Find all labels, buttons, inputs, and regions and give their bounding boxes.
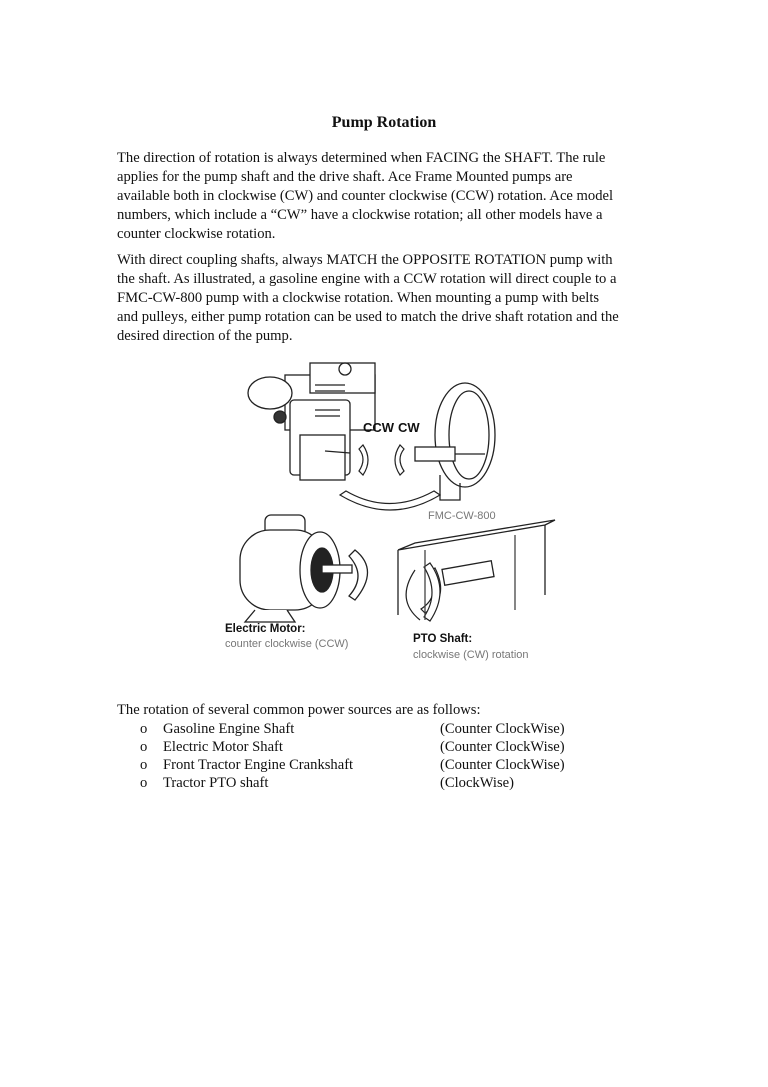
pump-drawing: [414, 382, 496, 501]
text-line: available both in clockwise (CW) and cou…: [117, 188, 614, 204]
power-source-list: o Gasoline Engine Shaft (Counter ClockWise…: [140, 720, 600, 792]
bullet: o: [140, 757, 148, 773]
bullet: o: [140, 739, 148, 755]
source-name: Front Tractor Engine Crankshaft: [163, 757, 354, 773]
pump-model-label: FMC-CW-800: [428, 510, 496, 522]
bullet: o: [140, 721, 148, 737]
paragraph-rotation-rule: The direction of rotation is always dete…: [117, 149, 613, 244]
source-rotation: (Counter ClockWise): [440, 739, 565, 755]
pto-shaft-rotation: clockwise (CW) rotation: [413, 649, 529, 661]
text-line: The direction of rotation is always dete…: [117, 150, 606, 166]
source-rotation: (Counter ClockWise): [440, 757, 565, 773]
electric-motor-title: Electric Motor:: [225, 623, 306, 635]
electric-motor-drawing: [239, 514, 368, 623]
list-item: o Electric Motor Shaft (Counter ClockWise): [140, 738, 600, 756]
source-rotation: (ClockWise): [440, 775, 514, 791]
text-line: FMC-CW-800 pump with a clockwise rotatio…: [117, 290, 600, 306]
gasoline-engine-drawing: [247, 362, 376, 481]
electric-motor-rotation: counter clockwise (CCW): [225, 638, 349, 650]
rotation-arrows: [338, 444, 442, 622]
text-line: With direct coupling shafts, always MATC…: [117, 252, 613, 268]
bullet: o: [140, 775, 148, 791]
text-line: and pulleys, either pump rotation can be…: [117, 309, 619, 325]
list-item: o Gasoline Engine Shaft (Counter ClockWise…: [140, 720, 600, 738]
pto-shaft-drawing: [397, 519, 556, 620]
text-line: the shaft. As illustrated, a gasoline en…: [117, 271, 617, 287]
list-item: o Front Tractor Engine Crankshaft (Counter…: [140, 756, 600, 774]
page-title: Pump Rotation: [331, 114, 437, 131]
source-name: Tractor PTO shaft: [163, 775, 269, 791]
paragraph-direct-coupling: With direct coupling shafts, always MATC…: [117, 251, 619, 346]
text-line: numbers, which include a “CW” have a clo…: [117, 207, 603, 223]
pto-shaft-title: PTO Shaft:: [413, 633, 473, 645]
source-name: Gasoline Engine Shaft: [163, 721, 295, 737]
text-line: desired direction of the pump.: [117, 328, 293, 344]
cw-label: CW: [398, 420, 420, 435]
ccw-label: CCW: [363, 420, 395, 435]
list-item: o Tractor PTO shaft (ClockWise): [140, 774, 600, 792]
source-name: Electric Motor Shaft: [163, 739, 283, 755]
text-line: applies for the pump shaft and the drive…: [117, 169, 573, 185]
list-intro: The rotation of several common power sou…: [117, 702, 481, 718]
source-rotation: (Counter ClockWise): [440, 721, 565, 737]
text-line: counter clockwise rotation.: [117, 226, 276, 242]
rotation-illustration: CCW CW FMC-CW-800 Electric Motor: counte…: [215, 355, 575, 675]
